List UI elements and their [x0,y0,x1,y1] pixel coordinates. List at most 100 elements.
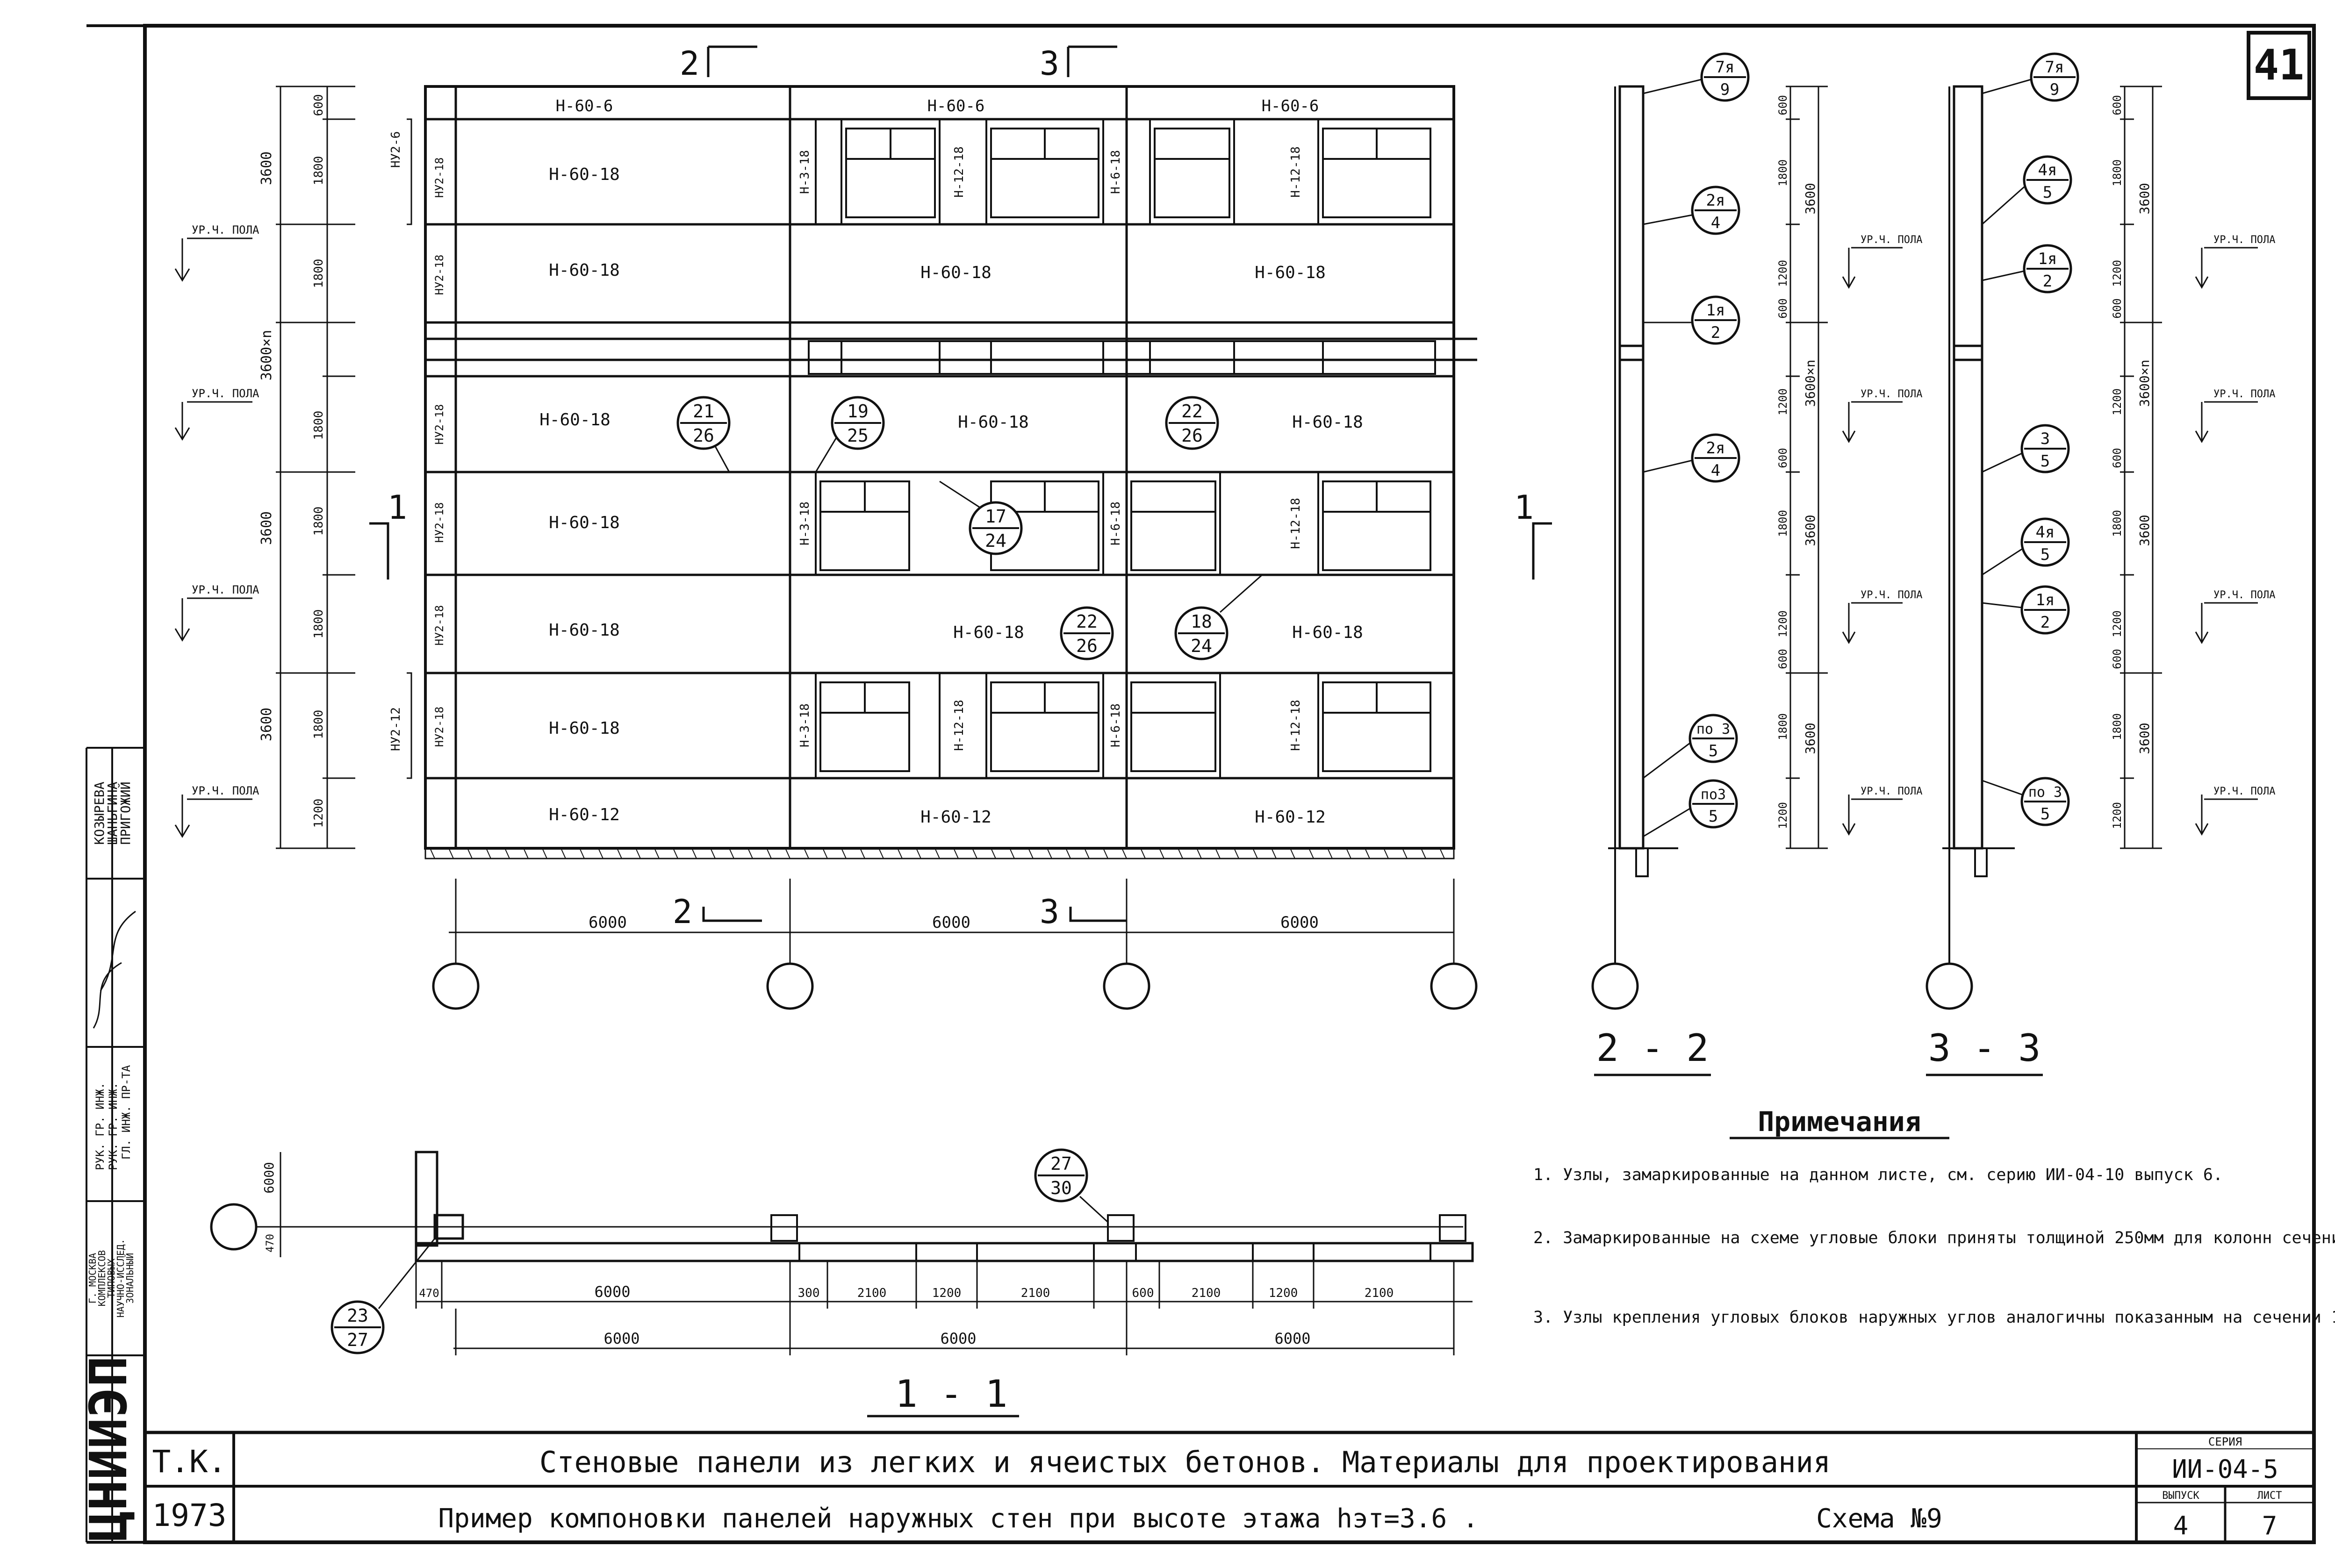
svg-text:1я: 1я [2036,591,2055,609]
svg-text:1800: 1800 [2111,159,2124,186]
svg-text:23: 23 [347,1305,368,1326]
svg-text:600: 600 [2111,95,2124,115]
svg-text:9: 9 [1720,80,1730,99]
svg-text:30: 30 [1050,1178,1072,1198]
axis-bubble-4 [1430,962,1478,1010]
svg-text:21: 21 [693,401,714,422]
svg-text:600: 600 [1776,95,1789,115]
title-line-1: Стеновые панели из легких и ячеистых бет… [539,1445,1831,1479]
pillar-a-4: Н-12-18 [1289,146,1303,198]
panel-top-1: Н-60-6 [556,97,613,115]
svg-text:1200: 1200 [1269,1286,1298,1300]
svg-text:УР.Ч. ПОЛА: УР.Ч. ПОЛА [2213,388,2275,400]
svg-text:600: 600 [1776,649,1789,669]
s33-node-4: 3 5 [1982,424,2070,473]
s33-floor-marks: УР.Ч. ПОЛА УР.Ч. ПОЛА УР.Ч. ПОЛА УР.Ч. П… [2195,234,2275,836]
elev-node-6: 18 24 [1174,574,1263,660]
svg-text:1я: 1я [2038,250,2057,268]
elev-node-5: 22 26 [1060,606,1114,660]
svg-text:27: 27 [347,1330,368,1350]
svg-text:по3: по3 [1701,787,1726,803]
dim-inner-1: 600 [312,94,326,116]
section-mark-2-top: 2 [680,44,699,83]
svg-text:УР.Ч. ПОЛА: УР.Ч. ПОЛА [2213,786,2275,797]
institute-logo: ЦНИИЭП [79,1356,138,1541]
span-3: 6000 [1280,913,1319,932]
facade-elevation: Н-60-6 Н-60-6 Н-60-6 Н-60-18 Н-3-18 Н-12… [174,44,1552,1010]
svg-text:1800: 1800 [1776,159,1789,186]
s22-node-1: 7я 9 [1643,52,1750,102]
panel-bottom-3: Н-60-12 [1255,808,1326,827]
svg-text:19: 19 [847,401,869,422]
scheme-label: Схема №9 [1816,1504,1942,1534]
org-code: Т.К. [152,1444,227,1480]
s33-node-3: 1я 2 [1982,244,2072,294]
note-2: 2. Замаркированные на схеме угловые блок… [1533,1229,2335,1247]
svg-text:25: 25 [847,425,869,446]
section-mark-2-bottom: 2 [673,893,692,931]
panel-row-c-1: Н-60-18 [539,410,611,430]
svg-text:4я: 4я [2038,161,2057,179]
svg-text:7я: 7я [2045,58,2064,77]
stamp-role-3: РУК. ГР. ИНЖ. [93,1082,107,1170]
svg-text:4: 4 [1711,461,1720,480]
corner-block-3: НУ2-18 [433,404,446,445]
section-2-2: 2 - 2 7я 9 2я 4 1я 2 2я 4 [1591,52,1922,1076]
panel-row-b-2: Н-60-18 [920,263,991,282]
svg-text:УР.Ч. ПОЛА: УР.Ч. ПОЛА [1861,589,1922,601]
svg-text:1200: 1200 [2111,388,2124,415]
section-mark-1-right: 1 [1514,488,1534,527]
s22-node-3: 1я 2 [1643,295,1740,345]
s33-node-1: 7я 9 [1982,52,2079,102]
svg-text:2я: 2я [1706,191,1725,210]
year: 1973 [152,1497,227,1533]
corner-block-4: НУ2-18 [433,502,446,543]
svg-text:по 3: по 3 [2028,784,2062,801]
stamp-name-1: ПРИГОЖИЙ [117,782,133,845]
stamp-role-1: ГЛ. ИНЖ. ПР-ТА [120,1065,133,1160]
s22-node-5: по 3 5 [1643,714,1738,779]
svg-text:4я: 4я [2036,523,2055,542]
svg-text:17: 17 [985,506,1006,527]
svg-text:3600: 3600 [2137,183,2152,214]
svg-text:3600: 3600 [1803,515,1818,546]
svg-text:600: 600 [2111,649,2124,669]
svg-text:26: 26 [1181,425,1203,446]
svg-text:1800: 1800 [2111,713,2124,740]
title-block: Т.К. 1973 Стеновые панели из легких и яч… [145,1431,2314,1542]
svg-text:5: 5 [2040,805,2050,823]
dim-inner-2: 1800 [312,156,326,186]
svg-text:1800: 1800 [1776,510,1789,537]
floor-mark-3: УР.Ч. ПОЛА [174,583,259,642]
svg-text:2: 2 [1711,323,1720,342]
s22-floor-marks: УР.Ч. ПОЛА УР.Ч. ПОЛА УР.Ч. ПОЛА УР.Ч. П… [1842,234,1922,836]
svg-text:5: 5 [1709,742,1718,760]
list-value: 7 [2262,1511,2278,1540]
panel-top-3: Н-60-6 [1262,97,1319,115]
svg-text:600: 600 [1776,448,1789,468]
elev-node-3: 22 26 [1165,396,1219,450]
axis-bubble-1 [432,962,480,1010]
floor-mark-1: УР.Ч. ПОЛА [174,223,259,282]
pillar-d-1: Н-3-18 [798,501,812,545]
svg-text:УР.Ч. ПОЛА: УР.Ч. ПОЛА [192,583,259,596]
panel-row-b-3: Н-60-18 [1255,263,1326,282]
svg-text:1200: 1200 [2111,610,2124,637]
title-line-2: Пример компоновки панелей наружных стен … [438,1504,1478,1534]
svg-text:24: 24 [985,530,1006,551]
svg-text:6000: 6000 [261,1162,277,1193]
svg-text:УР.Ч. ПОЛА: УР.Ч. ПОЛА [192,784,259,797]
s22-node-6: по3 5 [1643,779,1738,838]
svg-text:Г. МОСКВА: Г. МОСКВА [87,1253,98,1303]
svg-text:УР.Ч. ПОЛА: УР.Ч. ПОЛА [2213,234,2275,246]
pillar-a-3: Н-6-18 [1109,150,1123,194]
panel-bottom-1: Н-60-12 [549,805,620,824]
svg-text:22: 22 [1181,401,1203,422]
section-3-3: 3 - 3 7я 9 4я 5 1я 2 3 5 [1925,52,2275,1076]
floor-mark-2: УР.Ч. ПОЛА [174,387,259,441]
issue-label: ВЫПУСК [2162,1490,2199,1502]
svg-text:4: 4 [1711,214,1720,232]
pillar-f-4: Н-12-18 [1289,700,1303,751]
s33-node-7: по 3 5 [1982,777,2070,826]
